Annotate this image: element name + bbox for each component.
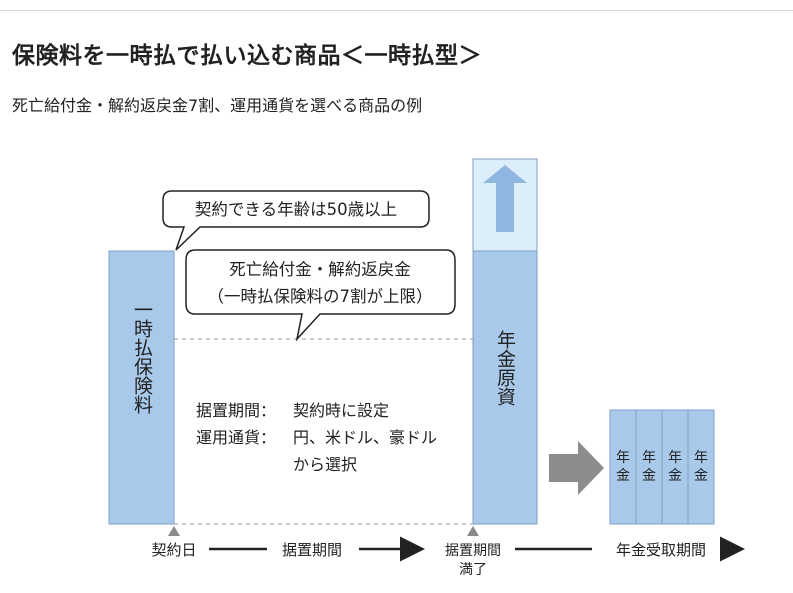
page-title: 保険料を一時払で払い込む商品＜一時払型＞ [12, 43, 482, 69]
payout-block-label: 年 [616, 450, 630, 466]
deferral-value: 契約時に設定 [293, 401, 389, 420]
timeline-deferral-end-line1: 据置期間 [445, 543, 501, 559]
currency-value-line1: 円、米ドル、豪ドル [293, 428, 437, 447]
callout-age-bubble [162, 190, 430, 251]
payout-block-label: 金 [616, 468, 630, 484]
currency-label: 運用通貨： [196, 428, 276, 447]
page-subtitle: 死亡給付金・解約返戻金7割、運用通貨を選べる商品の例 [12, 96, 423, 115]
annuity-bar-label: 年金原資 [494, 330, 516, 406]
timeline-deferral-end-line2: 満了 [459, 562, 487, 578]
payout-block-label: 年 [642, 450, 656, 466]
growth-up-arrow-icon [483, 165, 527, 232]
premium-bar-label: 一時払保険料 [131, 300, 153, 414]
callout-benefit-line1: 死亡給付金・解約返戻金 [229, 260, 411, 279]
top-divider [0, 10, 793, 11]
annuity-principal-bar [472, 250, 538, 525]
premium-bar [108, 250, 175, 525]
callout-age-text: 契約できる年齢は50歳以上 [195, 200, 397, 219]
callout-benefit-line2: （一時払保険料の7割が上限） [208, 287, 433, 306]
payout-block [687, 409, 715, 525]
payout-block-label: 金 [694, 468, 708, 484]
payout-block-label: 金 [668, 468, 682, 484]
contract-date-marker-icon [168, 526, 180, 536]
timeline-payout-period: 年金受取期間 [616, 541, 706, 559]
timeline-contract-date: 契約日 [151, 541, 196, 559]
deferral-label: 据置期間： [196, 401, 276, 420]
timeline-deferral-period: 据置期間 [282, 541, 342, 559]
payout-block-label: 年 [668, 450, 682, 466]
callout-benefit-bubble [185, 249, 456, 342]
payout-block-label: 金 [642, 468, 656, 484]
currency-value-line2: から選択 [293, 455, 357, 474]
payout-block [661, 409, 689, 525]
payout-block-label: 年 [694, 450, 708, 466]
payout-transition-arrow-icon [549, 441, 604, 495]
payout-block [609, 409, 637, 525]
payout-block [635, 409, 663, 525]
deferral-end-marker-icon [467, 526, 479, 536]
